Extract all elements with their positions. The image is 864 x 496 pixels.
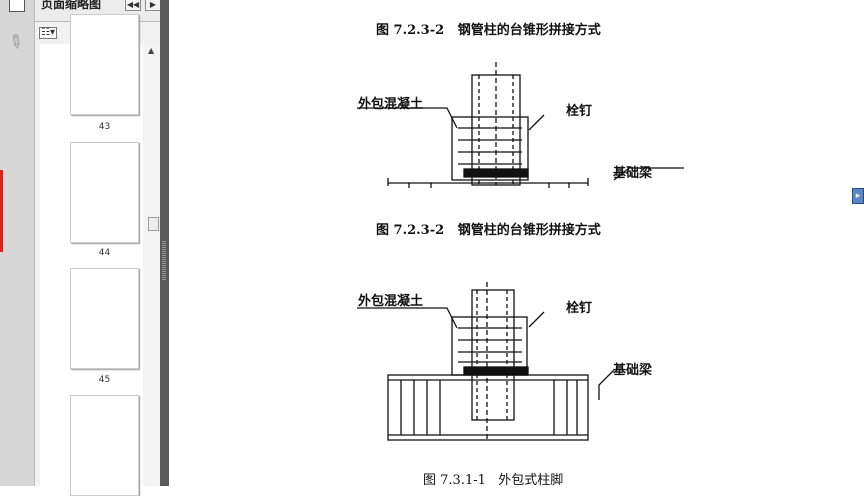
thumbnail-list: 43 44 45 <box>40 14 143 496</box>
scrollbar-thumb[interactable] <box>148 217 159 231</box>
figure-caption: 图 7.2.3-2 钢管柱的台锥形拼接方式 <box>376 23 601 38</box>
next-button[interactable]: ▶ <box>145 0 161 11</box>
figure-caption: 图 7.2.3-2 钢管柱的台锥形拼接方式 <box>376 219 601 238</box>
navigation-strip: ✎ <box>0 0 35 486</box>
thumbnail-page-46[interactable] <box>70 395 139 496</box>
thumbnail-panel: 页面缩略图 ◀◀ ▶ ☷▾ 43 44 45 ▲ <box>35 0 161 496</box>
figure-caption: 图 7.3.1-1 外包式柱脚 <box>423 473 564 488</box>
thumbnail-scrollbar[interactable]: ▲ <box>145 44 160 486</box>
label-concrete: 外包混凝土 <box>357 293 423 309</box>
label-beam: 基础梁 <box>612 165 653 181</box>
scroll-up-arrow-icon[interactable]: ▲ <box>148 46 155 55</box>
label-stud: 栓钉 <box>566 103 592 119</box>
panel-header: 页面缩略图 ◀◀ ▶ <box>35 0 161 22</box>
panel-title: 页面缩略图 <box>41 0 102 11</box>
thumbnail-page-43[interactable] <box>70 14 139 115</box>
document-page: 图 7.2.3-2 钢管柱的台锥形拼接方式 外包混凝土 栓钉 基础梁 <box>169 0 864 488</box>
thumbnail-label: 45 <box>98 375 111 385</box>
column-base-drawing-2 <box>357 282 615 441</box>
drawing-figure-1: 外包混凝土 栓钉 基础梁 外包混凝土 栓钉 基础梁 <box>357 62 684 441</box>
label-concrete: 外包混凝土 <box>357 96 423 112</box>
column-base-drawing-1 <box>357 62 684 188</box>
panel-splitter[interactable] <box>160 0 169 486</box>
splitter-grip[interactable] <box>162 240 166 280</box>
collapse-panel-button[interactable]: ◀◀ <box>125 0 141 11</box>
attachment-paperclip-icon[interactable]: ✎ <box>3 29 28 56</box>
thumbnail-label: 44 <box>98 248 111 258</box>
label-stud: 栓钉 <box>566 300 592 316</box>
thumbnail-label: 43 <box>98 122 111 132</box>
active-marker <box>0 170 3 252</box>
label-beam: 基础梁 <box>612 362 653 378</box>
expand-panel-icon[interactable]: ▸ <box>852 188 864 204</box>
thumbnail-page-44[interactable] <box>70 142 139 243</box>
thumbnail-page-45[interactable] <box>70 268 139 369</box>
page-thumbnails-icon[interactable] <box>9 0 25 12</box>
options-menu-icon[interactable]: ☷▾ <box>39 27 57 39</box>
